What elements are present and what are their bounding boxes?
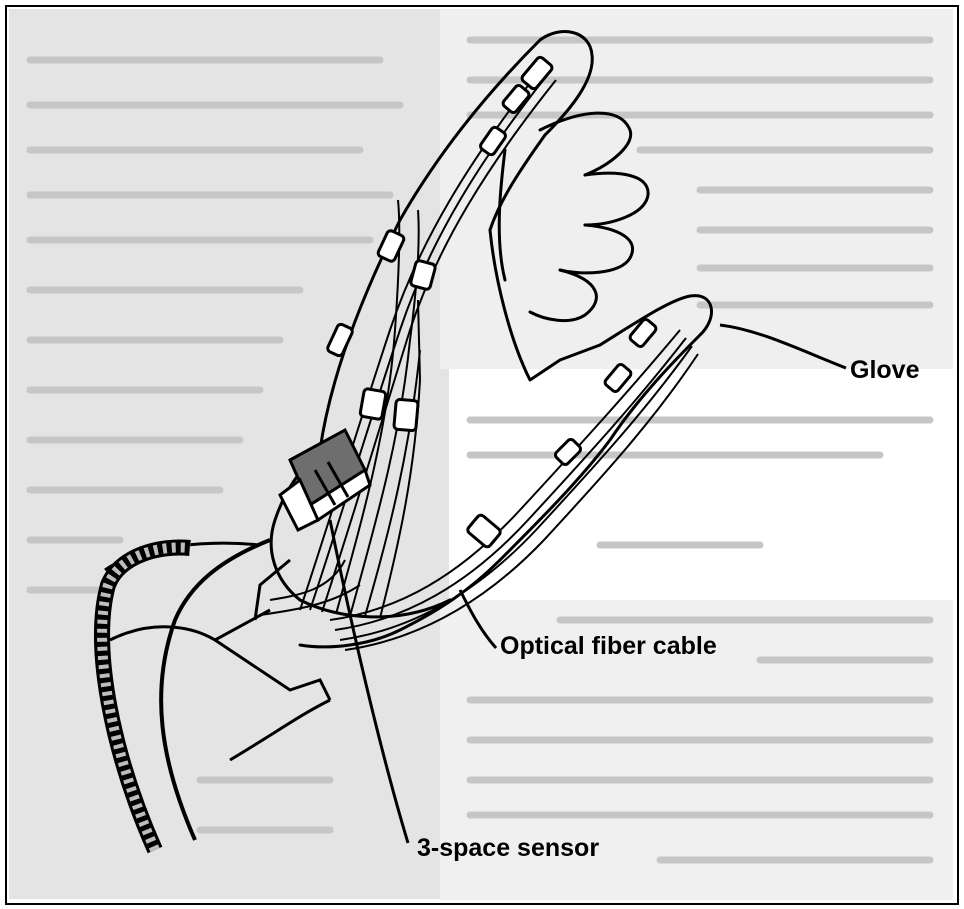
optical-fiber-cable-label: Optical fiber cable [500, 634, 717, 659]
glove-label: Glove [850, 358, 919, 383]
sensor-label: 3-space sensor [417, 836, 599, 861]
